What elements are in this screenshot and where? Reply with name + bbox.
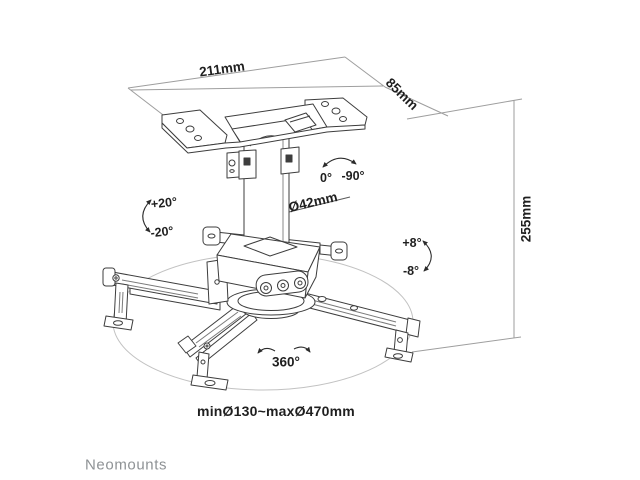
arm-right <box>293 290 421 363</box>
rotation-0-label: 0° <box>320 171 332 185</box>
tilt-plus-minus-20-arrow <box>142 199 152 233</box>
pole-collar <box>243 236 298 257</box>
rotation-minus-90-label: -90° <box>341 169 365 183</box>
swivel-360-arrow-left <box>257 347 276 354</box>
swivel-360-arrow-right <box>293 346 311 353</box>
rotation-arrows <box>142 157 432 354</box>
ceiling-right-corner <box>344 56 386 88</box>
dimension-lines <box>127 56 523 353</box>
ceiling-bracket <box>161 97 368 180</box>
rotation-plus-8-label: +8° <box>402 236 422 250</box>
rotation-plus-20-label: +20° <box>150 194 178 212</box>
ceiling-back-edge <box>130 85 384 91</box>
dim-depth-line <box>384 86 449 117</box>
arm-back-left <box>102 267 221 331</box>
rotation-minus-8-label: -8° <box>402 264 420 278</box>
rotation-360-label: 360° <box>272 354 300 370</box>
rotation-minus-20-label: -20° <box>149 223 175 241</box>
ext-line-bottom-right <box>411 336 522 353</box>
pole-diameter-leader <box>288 196 351 213</box>
plate-apron <box>161 122 366 154</box>
tilt-0-90-arrow <box>322 157 357 168</box>
support-arms <box>102 267 421 391</box>
ext-line-top-right <box>406 98 523 120</box>
adjustment-range-caption: minØ130~maxØ470mm <box>197 403 355 419</box>
tilt-head-assembly <box>206 233 321 305</box>
brand-logo-text: Neomounts <box>85 456 168 474</box>
plate-wedge <box>284 112 317 133</box>
dim-width-line <box>127 56 346 89</box>
foot-riser <box>196 351 210 380</box>
dimension-height-label: 255mm <box>518 195 534 243</box>
arm-front-left <box>177 296 258 391</box>
tilt-plus-minus-8-arrow <box>422 240 432 272</box>
